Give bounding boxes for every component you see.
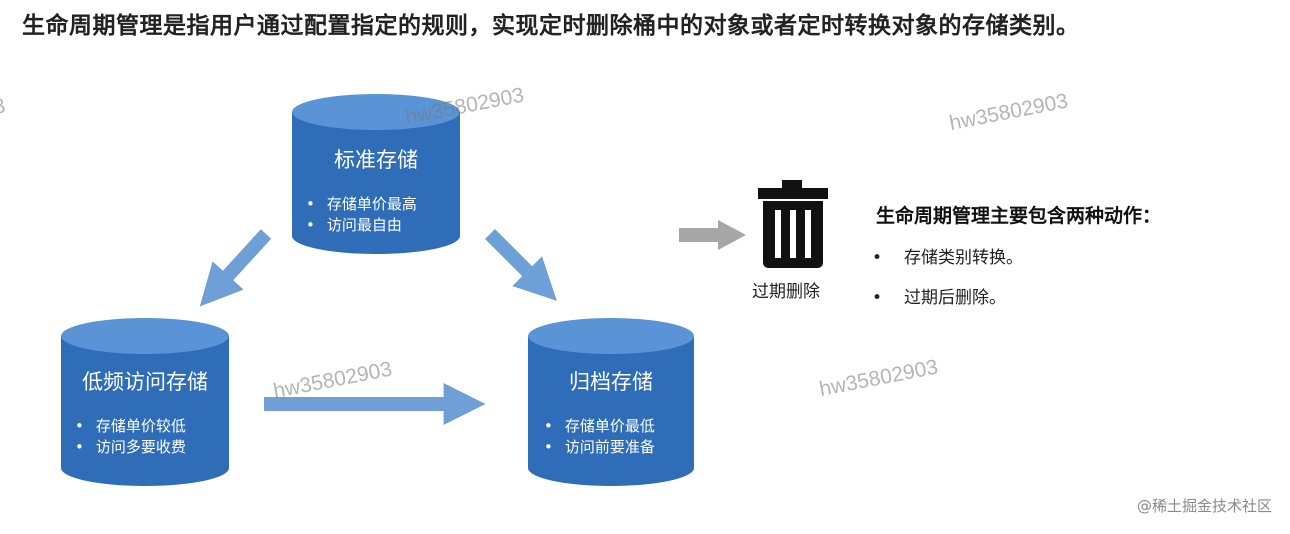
cylinder-standard-storage: 标准存储 存储单价最高 访问最自由 (292, 94, 460, 254)
action-item: 过期后删除。 (872, 278, 1023, 318)
arrow-to-expire (679, 220, 746, 250)
cylinder-bullets: 存储单价最高 访问最自由 (306, 194, 417, 236)
cylinder-bullets: 存储单价最低 访问前要准备 (544, 416, 655, 458)
bullet-item: 访问最自由 (306, 215, 417, 236)
bullet-item: 存储单价较低 (75, 416, 186, 437)
action-item: 存储类别转换。 (872, 238, 1023, 278)
cylinder-bullets: 存储单价较低 访问多要收费 (75, 416, 186, 458)
cylinder-title: 标准存储 (334, 148, 418, 172)
bullet-item: 访问多要收费 (75, 437, 186, 458)
cylinder-title: 归档存储 (569, 370, 653, 394)
cylinder-shape (61, 318, 229, 486)
cylinder-title: 低频访问存储 (82, 370, 208, 394)
arrow-standard-to-archive (485, 229, 557, 301)
cylinder-archive-storage: 归档存储 存储单价最低 访问前要准备 (528, 318, 694, 486)
cylinder-infrequent-storage: 低频访问存储 存储单价较低 访问多要收费 (61, 318, 229, 486)
bullet-item: 存储单价最低 (544, 416, 655, 437)
expire-label: 过期删除 (752, 282, 820, 302)
headline: 生命周期管理是指用户通过配置指定的规则，实现定时删除桶中的对象或者定时转换对象的… (22, 13, 1080, 39)
actions-title: 生命周期管理主要包含两种动作： (876, 205, 1162, 227)
actions-list: 存储类别转换。 过期后删除。 (872, 238, 1023, 318)
arrow-standard-to-infrequent (199, 229, 272, 307)
trash-icon (758, 180, 828, 268)
source-credit: @稀土掘金技术社区 (1136, 497, 1272, 515)
cylinder-shape (528, 318, 694, 486)
bullet-item: 存储单价最高 (306, 194, 417, 215)
bullet-item: 访问前要准备 (544, 437, 655, 458)
